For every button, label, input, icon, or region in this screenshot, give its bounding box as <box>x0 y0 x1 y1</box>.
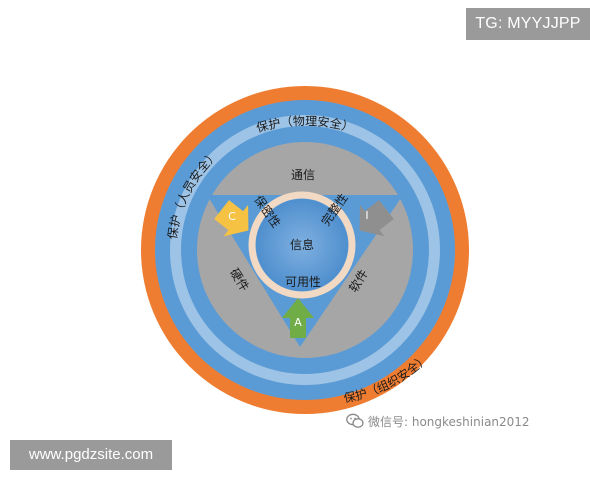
site-watermark: www.pgdzsite.com <box>10 440 172 470</box>
arrow-a-label: A <box>294 316 302 329</box>
wechat-icon <box>346 413 364 428</box>
label-core-info: 信息 <box>290 237 314 252</box>
arrow-a: A <box>282 298 314 338</box>
core-info-disc <box>256 199 348 291</box>
wechat-watermark: 微信号: hongkeshinian2012 <box>346 412 530 430</box>
arrow-c: C <box>214 200 249 237</box>
wechat-id: 微信号: hongkeshinian2012 <box>368 414 530 429</box>
arrow-i: I <box>359 200 394 237</box>
label-availability: 可用性 <box>285 275 321 289</box>
arrow-i-label: I <box>365 209 368 222</box>
label-communication: 通信 <box>291 168 315 182</box>
arrow-c-label: C <box>228 210 236 223</box>
tg-watermark: TG: MYYJJPP <box>466 8 590 40</box>
core-ring <box>248 191 356 299</box>
